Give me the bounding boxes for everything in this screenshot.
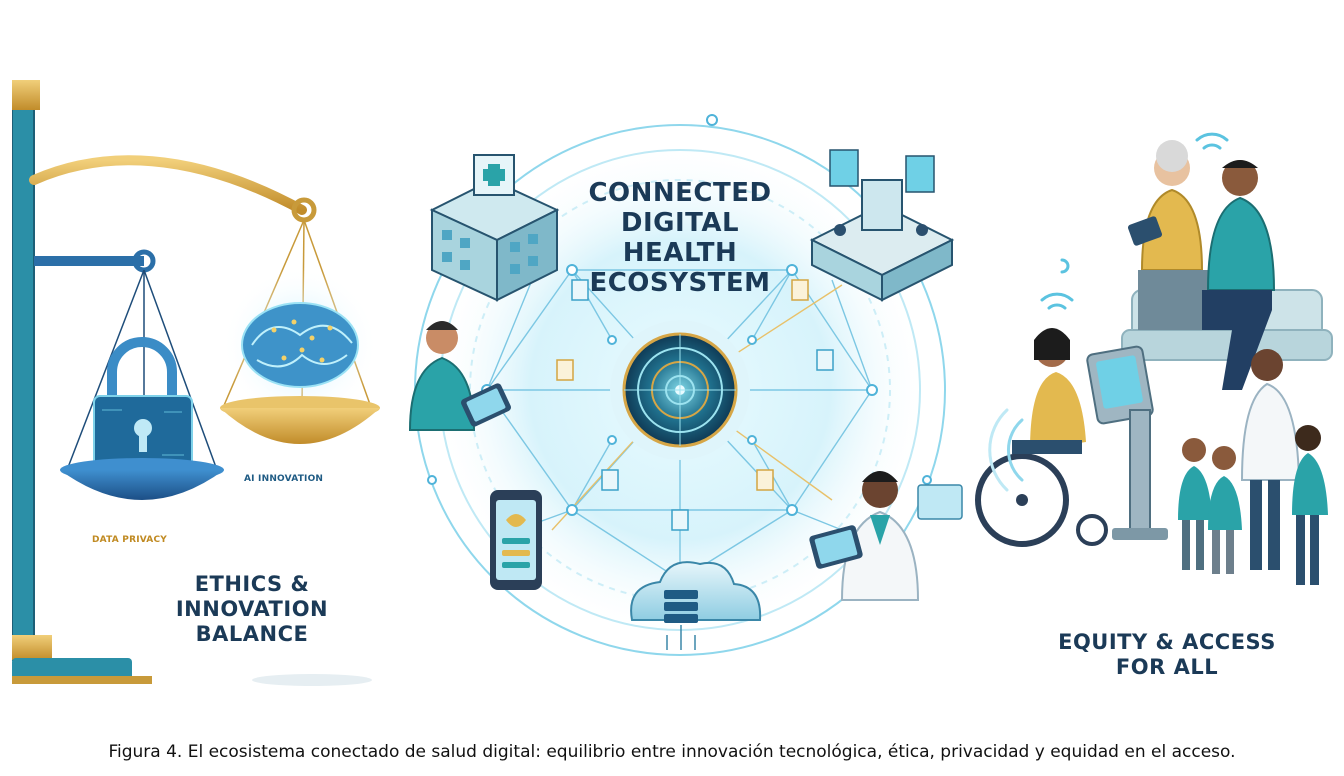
central-hub-icon <box>610 320 750 460</box>
man-icon <box>1202 160 1276 390</box>
center-title: CONNECTED DIGITAL HEALTH ECOSYSTEM <box>560 178 800 298</box>
illustration-scene <box>12 80 1333 686</box>
gold-bowl <box>220 396 380 444</box>
data-privacy-label: DATA PRIVACY <box>92 535 167 545</box>
left-title-line1: ETHICS & INNOVATION <box>175 572 329 621</box>
document-icon <box>556 279 834 531</box>
elderly-woman-icon <box>1127 140 1208 330</box>
kiosk-icon <box>1086 345 1168 540</box>
ai-innovation-label: AI INNOVATION <box>244 474 324 484</box>
smartphone-icon <box>490 490 542 590</box>
scale-icon <box>12 80 317 684</box>
blue-bowl <box>60 458 224 500</box>
hospital-icon <box>429 154 560 302</box>
center-title-line2: DIGITAL HEALTH <box>620 208 740 268</box>
patient-tablet-icon <box>408 321 511 431</box>
wifi-icon <box>988 132 1229 492</box>
center-title-line1: CONNECTED <box>588 178 772 208</box>
right-title: EQUITY & ACCESS FOR ALL <box>1052 630 1282 680</box>
center-title-line3: ECOSYSTEM <box>589 268 771 298</box>
figure-caption: Figura 4. El ecosistema conectado de sal… <box>108 742 1236 762</box>
left-title: ETHICS & INNOVATION BALANCE <box>122 572 382 647</box>
right-title-line1: EQUITY & ACCESS <box>1058 630 1276 654</box>
illustration-figure: CONNECTED DIGITAL HEALTH ECOSYSTEM ETHIC… <box>12 60 1344 700</box>
brain-icon <box>222 267 378 423</box>
doctor-icon <box>809 471 963 601</box>
left-title-line2: BALANCE <box>195 622 309 646</box>
right-title-line2: FOR ALL <box>1115 655 1219 679</box>
cloud-server-icon <box>630 561 762 650</box>
network-nodes <box>427 114 932 586</box>
family-icon <box>1178 349 1328 585</box>
lab-icon <box>809 149 955 302</box>
wheelchair-user-icon <box>975 328 1108 547</box>
